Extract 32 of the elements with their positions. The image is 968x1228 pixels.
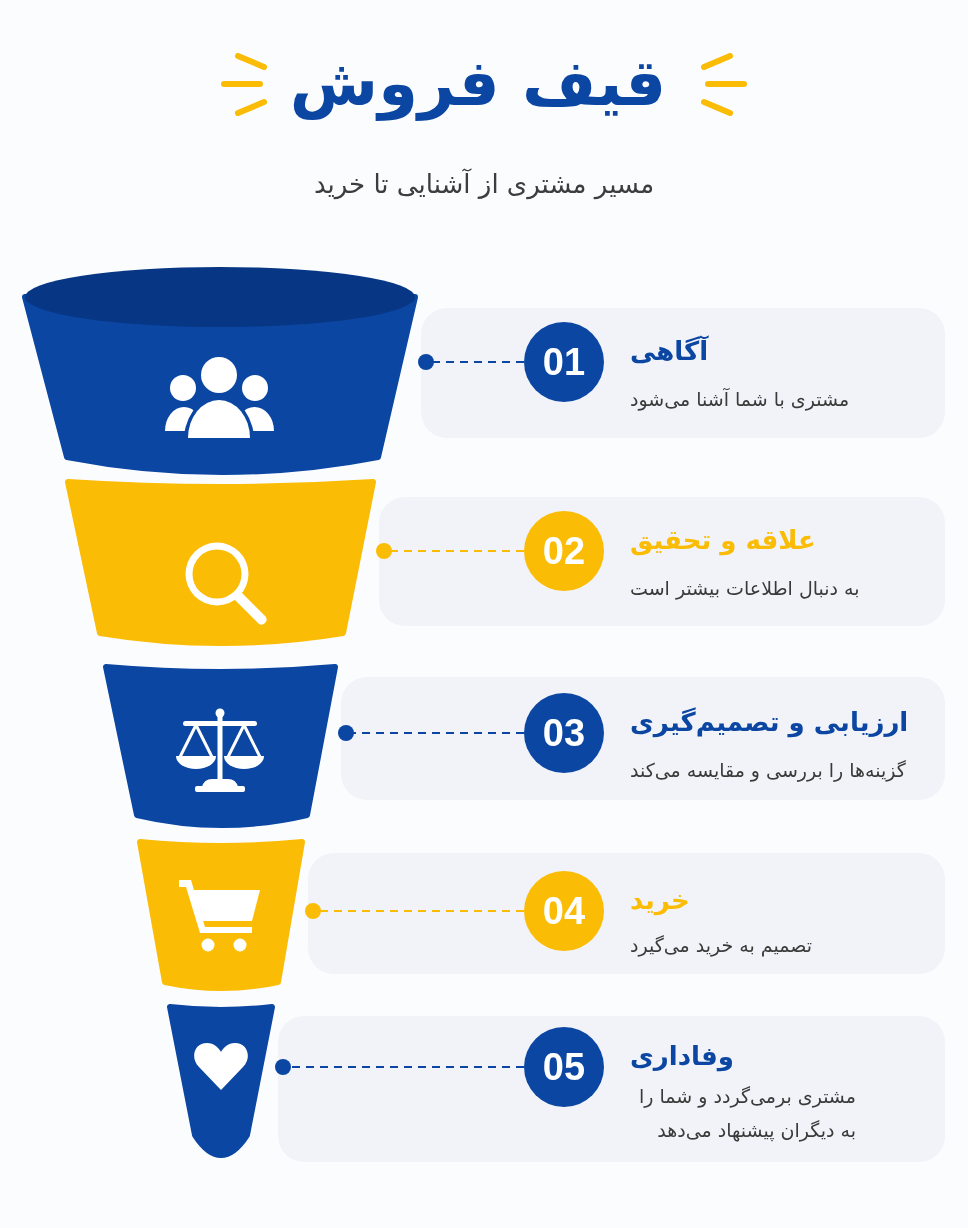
step-card	[421, 308, 945, 438]
title: قیف فروش	[289, 45, 667, 123]
funnel-segment	[65, 479, 376, 646]
step-description: گزینه‌ها را بررسی و مقایسه می‌کند	[630, 758, 906, 784]
step-description: به دنبال اطلاعات بیشتر است	[630, 576, 860, 602]
step-number: 01	[524, 322, 604, 402]
step-description: مشتری برمی‌گردد و شما را به دیگران پیشنهاد می‌دهد	[638, 1084, 856, 1144]
step-card	[308, 853, 945, 974]
step-title: خرید	[630, 884, 690, 918]
step-number: 02	[524, 511, 604, 591]
leader-line	[305, 903, 525, 919]
subtitle: مسیر مشتری از آشنایی تا خرید	[313, 167, 655, 202]
step-card	[379, 497, 945, 626]
funnel-segment	[22, 264, 418, 475]
step-card	[278, 1016, 945, 1162]
step-title: آگاهی	[630, 334, 709, 368]
step-title: علاقه و تحقیق	[630, 524, 816, 558]
step-description: تصمیم به خرید می‌گیرد	[630, 933, 812, 959]
step-number: 03	[524, 693, 604, 773]
funnel-segment	[103, 664, 338, 828]
step-number: 05	[524, 1027, 604, 1107]
step-number: 04	[524, 871, 604, 951]
leader-line	[418, 354, 525, 370]
step-title: ارزیابی و تصمیم‌گیری	[630, 706, 909, 740]
funnel-segment	[137, 839, 305, 991]
step-title: وفاداری	[630, 1040, 734, 1074]
leader-line	[275, 1059, 525, 1075]
step-card	[341, 677, 945, 800]
leader-line	[376, 543, 525, 559]
funnel-segment	[167, 1004, 275, 1158]
leader-line	[338, 725, 525, 741]
step-description: مشتری با شما آشنا می‌شود	[630, 387, 850, 413]
